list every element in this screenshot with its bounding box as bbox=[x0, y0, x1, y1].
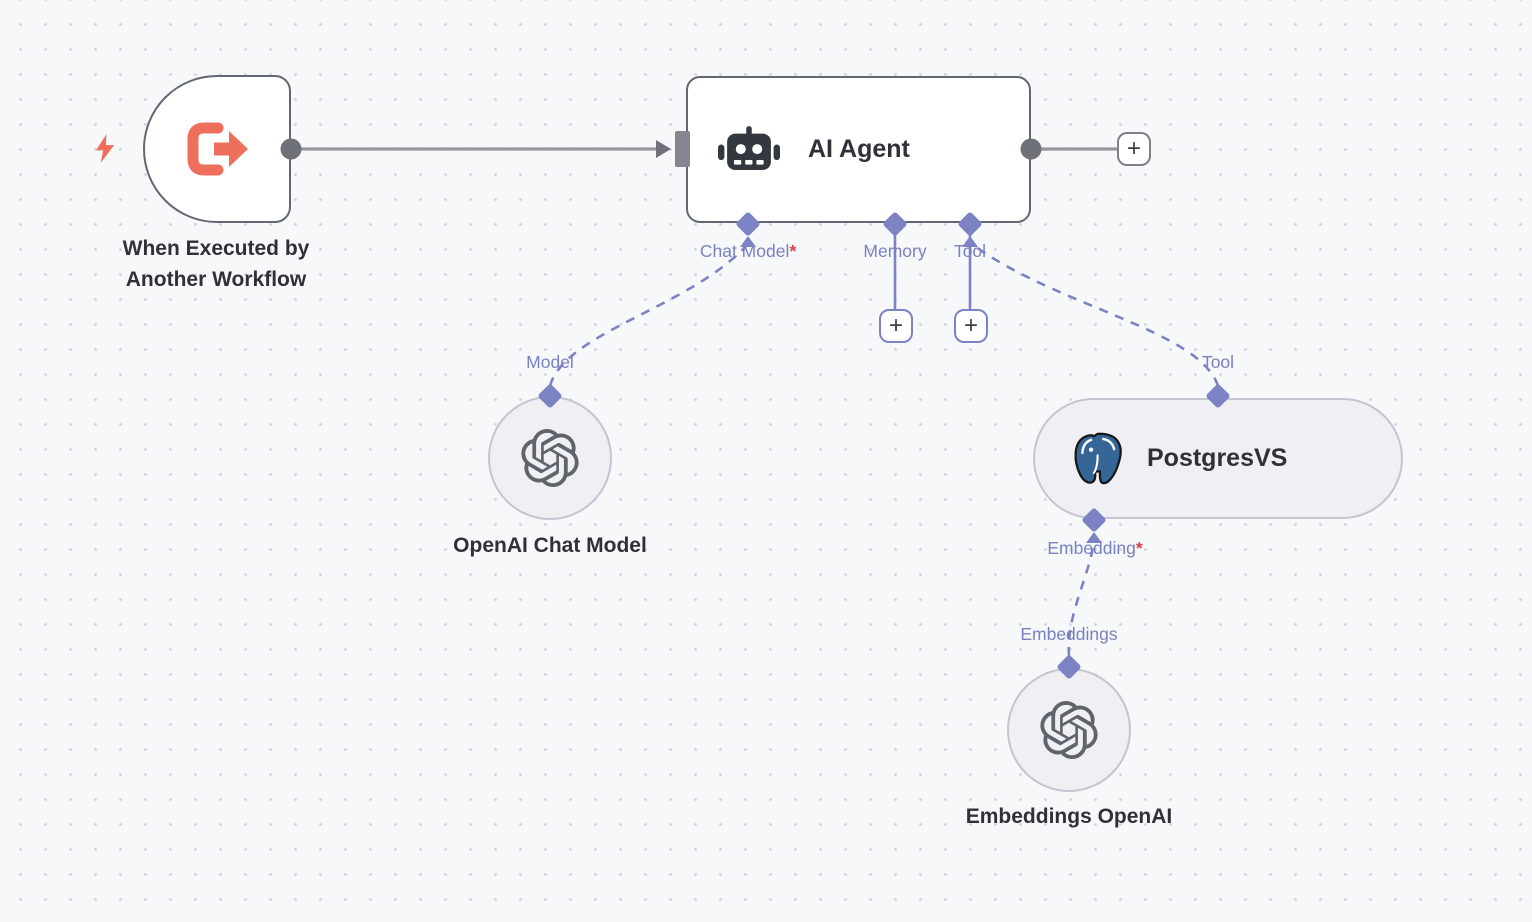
agent-input-arrow-icon bbox=[656, 140, 671, 158]
trigger-node-label: When Executed by Another Workflow bbox=[122, 237, 310, 291]
trigger-node[interactable] bbox=[143, 75, 291, 223]
ai-agent-node[interactable]: AI Agent bbox=[686, 76, 1031, 223]
embedding-arrow-icon bbox=[1086, 532, 1102, 543]
openai-chat-model-node[interactable] bbox=[488, 396, 612, 520]
plus-icon: + bbox=[963, 312, 978, 339]
add-memory-button[interactable]: + bbox=[879, 309, 913, 343]
openai-icon bbox=[521, 429, 579, 487]
ai-agent-title: AI Agent bbox=[808, 135, 910, 163]
postgresvs-node[interactable]: PostgresVS bbox=[1033, 398, 1403, 519]
plus-icon: + bbox=[1126, 135, 1141, 162]
postgres-icon bbox=[1074, 432, 1122, 484]
execute-workflow-icon bbox=[187, 122, 248, 176]
openai-chat-model-label: OpenAI Chat Model bbox=[453, 534, 647, 557]
add-tool-button[interactable]: + bbox=[954, 309, 988, 343]
openai-icon bbox=[1040, 701, 1098, 759]
embeddings-openai-label: Embeddings OpenAI bbox=[965, 805, 1173, 828]
port-label-embeddings-output: Embeddings bbox=[1020, 624, 1118, 644]
postgresvs-title: PostgresVS bbox=[1147, 444, 1288, 472]
embeddings-openai-node[interactable] bbox=[1007, 668, 1131, 792]
robot-icon bbox=[718, 125, 780, 170]
add-node-button[interactable]: + bbox=[1117, 132, 1151, 166]
port-label-tool-output: Tool bbox=[1201, 352, 1235, 372]
port-label-model: Model bbox=[526, 352, 574, 372]
zap-icon bbox=[95, 134, 115, 163]
tool-arrow-icon bbox=[962, 236, 978, 247]
chat-model-arrow-icon bbox=[740, 236, 756, 247]
plus-icon: + bbox=[888, 312, 903, 339]
